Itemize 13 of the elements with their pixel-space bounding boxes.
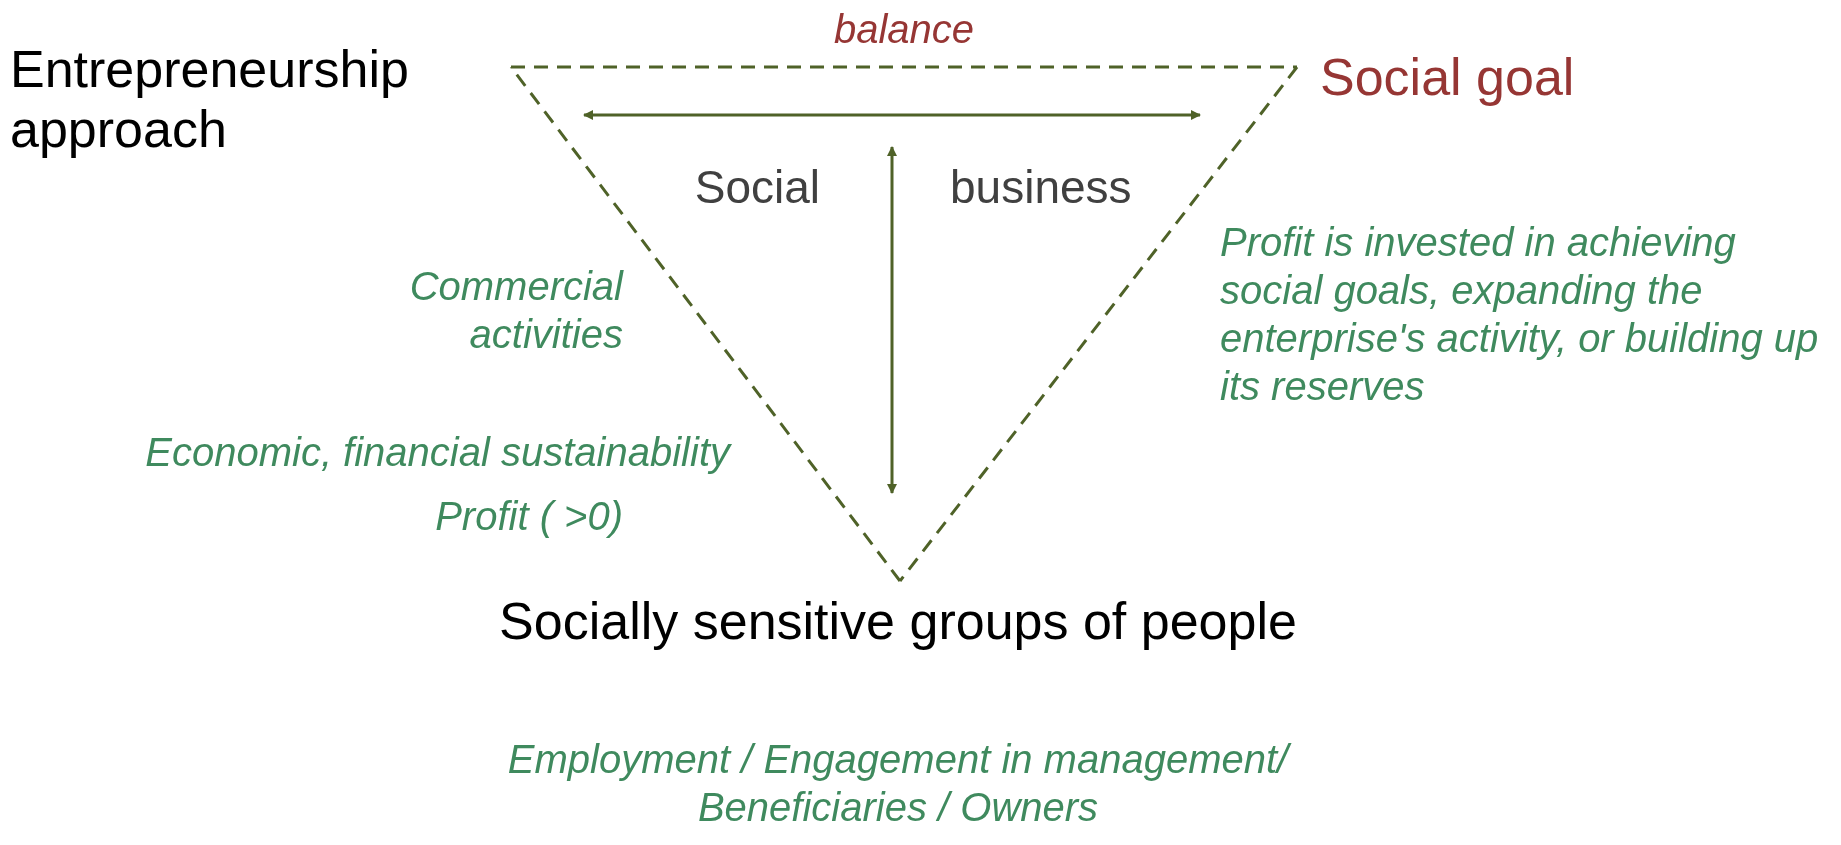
note-text: Economic, financial sustainability [144,429,730,476]
corner-label: Entrepreneurship approach [10,40,505,160]
center-label: business [950,160,1133,215]
note-text: Profit ( >0) [434,493,623,540]
center-label: Social [693,160,820,215]
role-note: Employment / Engagement in management/ Beneficiaries / Owners [398,735,1398,831]
dashed-line [511,65,1297,69]
dashed-line [898,66,1299,582]
dashed-line [509,66,902,582]
corner-label: Socially sensitive groups of people [498,592,1298,652]
corner-label: Social goal [1320,48,1720,108]
note-text: Profit is invested in achieving social goals, expanding the enterprise's activity, or building up its reserves [1220,219,1820,410]
note-text: Commercial activities [408,263,623,358]
